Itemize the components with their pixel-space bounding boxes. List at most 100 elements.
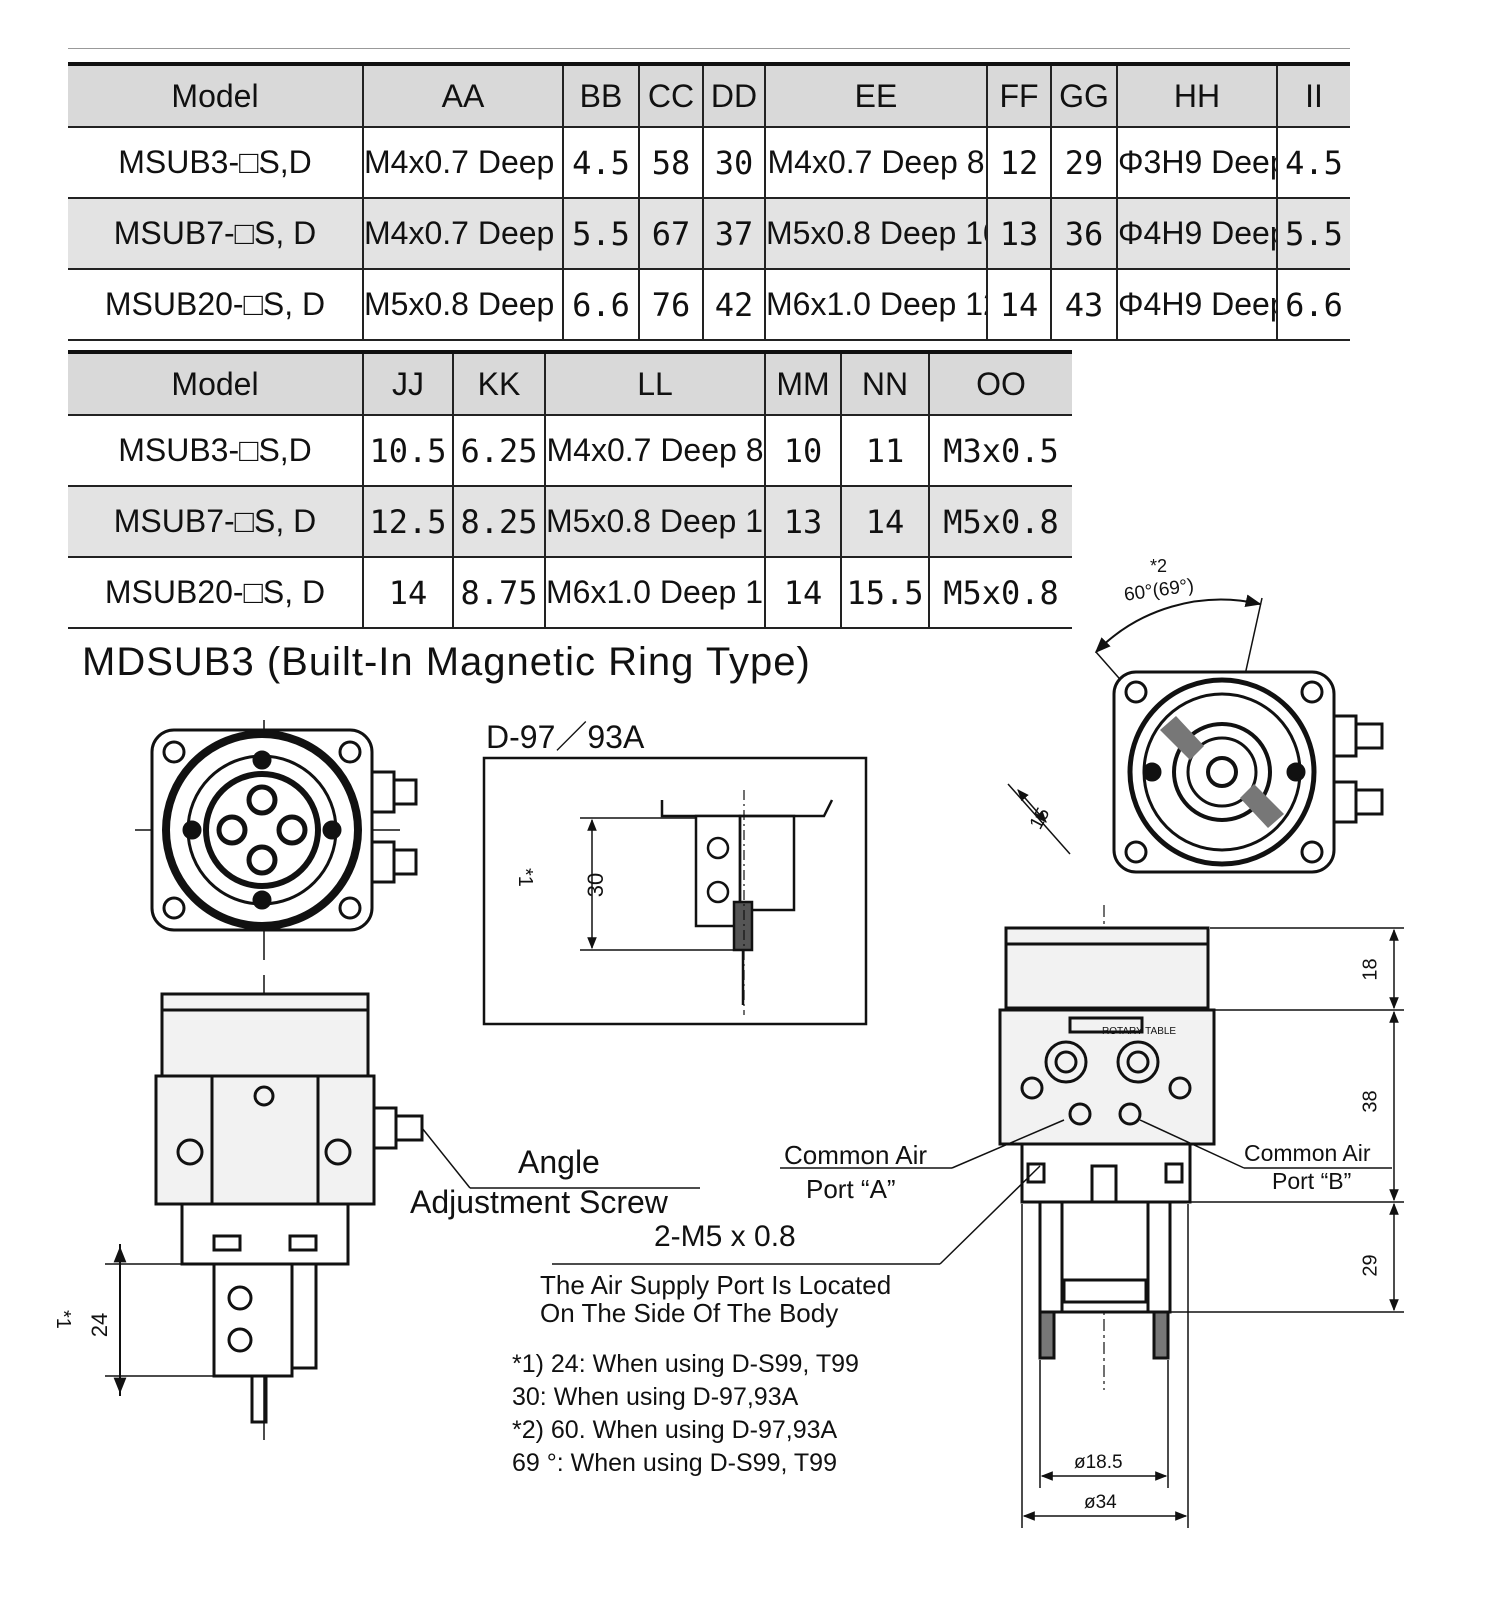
table-row: MSUB20-□S, D 14 8.75 M6x1.0 Deep 12 14 1… xyxy=(68,557,1072,629)
top-rule xyxy=(68,48,1350,49)
col-ii: II xyxy=(1276,62,1350,128)
table2-header-row: Model JJ KK LL MM NN OO xyxy=(68,350,1072,416)
table1-header-row: Model AA BB CC DD EE FF GG HH II xyxy=(68,62,1350,128)
col-oo: OO xyxy=(928,350,1072,416)
port-b-label-2: Port “B” xyxy=(1272,1168,1352,1194)
cell: 43 xyxy=(1050,269,1117,341)
cell: M6x1.0 Deep 12 xyxy=(764,269,987,341)
cell: 6.6 xyxy=(562,269,639,341)
cell: M4x0.7 Deep 8 xyxy=(362,198,563,270)
col-ee: EE xyxy=(764,62,987,128)
cell: 14 xyxy=(764,557,841,629)
supply-note-2: On The Side Of The Body xyxy=(540,1298,839,1328)
cell: MSUB3-□S,D xyxy=(68,127,363,199)
cell: 4.5 xyxy=(562,127,639,199)
cell: 10 xyxy=(764,415,841,487)
table-row: MSUB7-□S, D 12.5 8.25 M5x0.8 Deep 10 13 … xyxy=(68,486,1072,558)
port-a-label-2: Port “A” xyxy=(806,1174,896,1204)
side-view-right xyxy=(552,905,1404,1528)
col-bb: BB xyxy=(562,62,639,128)
section-title: MDSUB3 (Built-In Magnetic Ring Type) xyxy=(82,640,811,684)
note-line-3: *2) 60. When using D-97,93A xyxy=(512,1416,838,1444)
cell: 10.5 xyxy=(362,415,453,487)
cell: 6.6 xyxy=(1276,269,1350,341)
rotary-table-label: ROTARY TABLE xyxy=(1102,1026,1176,1037)
cell: 5.5 xyxy=(562,198,639,270)
col-ll: LL xyxy=(544,350,765,416)
m5-port-label: 2-M5 x 0.8 xyxy=(654,1220,796,1253)
cell: Φ4H9 Deep 6 xyxy=(1116,269,1277,341)
cell: M5x0.8 xyxy=(928,557,1072,629)
col-model: Model xyxy=(68,350,363,416)
cell: 11 xyxy=(840,415,929,487)
table-row: MSUB3-□S,D 10.5 6.25 M4x0.7 Deep 8 10 11… xyxy=(68,415,1072,487)
supply-note-1: The Air Supply Port Is Located xyxy=(540,1270,892,1300)
col-gg: GG xyxy=(1050,62,1117,128)
dim-38-label: 38 xyxy=(1359,1090,1382,1113)
cell: M5x0.8 xyxy=(928,486,1072,558)
col-jj: JJ xyxy=(362,350,453,416)
table-row: MSUB3-□S,D M4x0.7 Deep 7 4.5 58 30 M4x0.… xyxy=(68,127,1350,199)
dim-18-label: 18 xyxy=(1359,958,1382,981)
cell: MSUB3-□S,D xyxy=(68,415,363,487)
cell: 76 xyxy=(638,269,703,341)
col-cc: CC xyxy=(638,62,703,128)
front-view-top-left xyxy=(135,720,418,960)
cell: 14 xyxy=(986,269,1051,341)
col-kk: KK xyxy=(452,350,545,416)
cell: M4x0.7 Deep 7 xyxy=(362,127,563,199)
spec-table-1: Model AA BB CC DD EE FF GG HH II MSUB3-□… xyxy=(68,62,1350,341)
star1-label-box: *1 xyxy=(514,868,536,887)
top-view-right xyxy=(1007,594,1384,874)
cell: M4x0.7 Deep 8 xyxy=(764,127,987,199)
port-a-label-1: Common Air xyxy=(784,1140,928,1170)
cell: 4.5 xyxy=(1276,127,1350,199)
spec-table-2: Model JJ KK LL MM NN OO MSUB3-□S,D 10.5 … xyxy=(68,350,1072,629)
col-nn: NN xyxy=(840,350,929,416)
star1-label-side: *1 xyxy=(52,1310,74,1329)
cell: 5.5 xyxy=(1276,198,1350,270)
cell: 67 xyxy=(638,198,703,270)
cell: M3x0.5 xyxy=(928,415,1072,487)
cell: 6.25 xyxy=(452,415,545,487)
cell: MSUB7-□S, D xyxy=(68,486,363,558)
cell: M6x1.0 Deep 12 xyxy=(544,557,765,629)
col-mm: MM xyxy=(764,350,841,416)
cell: 12.5 xyxy=(362,486,453,558)
cell: MSUB20-□S, D xyxy=(68,269,363,341)
cell: M5x0.8 Deep 8 xyxy=(362,269,563,341)
dim-29-label: 29 xyxy=(1359,1254,1382,1277)
cell: 14 xyxy=(362,557,453,629)
cell: 58 xyxy=(638,127,703,199)
col-model: Model xyxy=(68,62,363,128)
col-dd: DD xyxy=(702,62,765,128)
cell: 30 xyxy=(702,127,765,199)
cell: M4x0.7 Deep 8 xyxy=(544,415,765,487)
cell: 42 xyxy=(702,269,765,341)
note-line-2: 30: When using D-97,93A xyxy=(512,1383,799,1411)
cell: MSUB20-□S, D xyxy=(68,557,363,629)
cell: 14 xyxy=(840,486,929,558)
cell: 8.75 xyxy=(452,557,545,629)
cell: 15.5 xyxy=(840,557,929,629)
dim-30-label: 30 xyxy=(583,872,609,898)
dia-18-5-label: ø18.5 xyxy=(1074,1452,1123,1473)
side-view-bottom-left xyxy=(105,975,700,1440)
cell: 29 xyxy=(1050,127,1117,199)
cell: 37 xyxy=(702,198,765,270)
star2-label: *2 xyxy=(1150,556,1168,576)
note-line-1: *1) 24: When using D-S99, T99 xyxy=(512,1350,859,1378)
table-row: MSUB7-□S, D M4x0.7 Deep 8 5.5 67 37 M5x0… xyxy=(68,198,1350,270)
angle-screw-label-2: Adjustment Screw xyxy=(410,1184,668,1220)
cell: 13 xyxy=(986,198,1051,270)
dia-34-label: ø34 xyxy=(1084,1492,1117,1513)
col-hh: HH xyxy=(1116,62,1277,128)
col-aa: AA xyxy=(362,62,563,128)
cell: 12 xyxy=(986,127,1051,199)
cell: 36 xyxy=(1050,198,1117,270)
sensor-detail-box xyxy=(482,756,868,1026)
angle-screw-label-1: Angle xyxy=(518,1144,600,1180)
cell: Φ4H9 Deep 6 xyxy=(1116,198,1277,270)
cell: M5x0.8 Deep 10 xyxy=(544,486,765,558)
